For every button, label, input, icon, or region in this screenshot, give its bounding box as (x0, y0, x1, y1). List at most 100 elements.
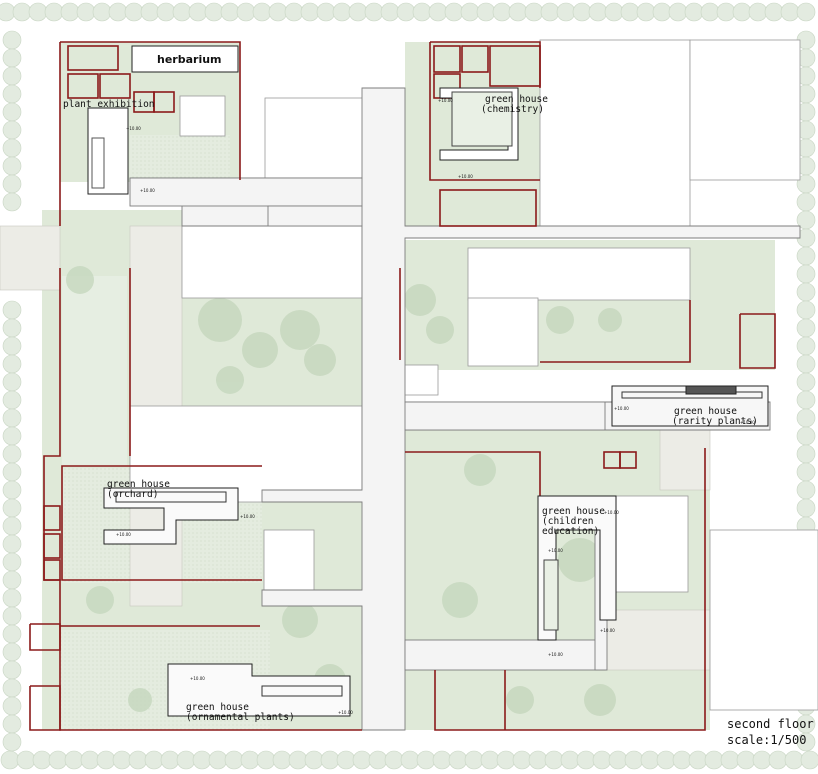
tree-canopy (108, 2, 128, 22)
tree-canopy (66, 266, 94, 294)
tree-canopy (76, 2, 96, 22)
building-plant-exhibit-court (179, 95, 226, 137)
building-east-block (467, 297, 539, 367)
tree-canopy (80, 750, 100, 770)
level-marker: +10.00 (458, 174, 473, 179)
tree-canopy (224, 750, 244, 770)
tree-canopy (240, 750, 260, 770)
tree-canopy (144, 750, 164, 770)
herbarium-building (131, 45, 239, 73)
tree-canopy (2, 552, 22, 572)
tree-canopy (572, 2, 592, 22)
tree-canopy (2, 696, 22, 716)
tree-canopy (288, 750, 308, 770)
tree-canopy (188, 2, 208, 22)
tree-canopy (684, 2, 704, 22)
walkway-west-entry (0, 225, 61, 291)
tree-canopy (2, 732, 22, 752)
greenhouse-structures (87, 45, 769, 717)
tree-canopy (584, 684, 616, 716)
tree-canopy (620, 2, 640, 22)
tree-canopy (544, 750, 564, 770)
tree-canopy (796, 318, 816, 338)
level-marker: +10.00 (614, 406, 629, 411)
tree-canopy (300, 2, 320, 22)
tree-canopy (2, 84, 22, 104)
tree-canopy (2, 192, 22, 212)
tree-canopy (172, 2, 192, 22)
tree-canopy (336, 750, 356, 770)
tree-canopy (12, 2, 32, 22)
tree-canopy (796, 246, 816, 266)
tree-canopy (480, 750, 500, 770)
tree-canopy (796, 480, 816, 500)
tree-canopy (780, 2, 800, 22)
building-far-north-east (689, 39, 801, 181)
tree-canopy (156, 2, 176, 22)
tree-canopy (128, 688, 152, 712)
caption-scale: scale:1/500 (727, 733, 806, 747)
label-gh-ornamental-2: (ornamental plants) (186, 712, 295, 723)
tree-canopy (220, 2, 240, 22)
level-marker: +10.00 (740, 420, 755, 425)
label-gh-rarity-1: green house (674, 406, 737, 417)
tree-canopy (112, 750, 132, 770)
tree-canopy (652, 2, 672, 22)
tree-canopy (540, 2, 560, 22)
tree-canopy (442, 582, 478, 618)
level-marker: +10.00 (190, 676, 205, 681)
label-gh-children-2: (children (542, 516, 593, 527)
tree-canopy (624, 750, 644, 770)
tree-canopy (282, 602, 318, 638)
tree-canopy (796, 426, 816, 446)
tree-canopy (2, 102, 22, 122)
greenhouse-ornamental-body (167, 663, 351, 717)
tree-canopy (396, 2, 416, 22)
tree-canopy (598, 308, 622, 332)
tree-canopy (140, 2, 160, 22)
tree-canopy (556, 2, 576, 22)
tree-canopy (412, 2, 432, 22)
tree-canopy (640, 750, 660, 770)
level-marker: +10.00 (548, 652, 563, 657)
label-gh-rarity-2: (rarity plants) (672, 416, 758, 427)
tree-canopy (704, 750, 724, 770)
building-north-east (539, 39, 691, 229)
tree-canopy (672, 750, 692, 770)
tree-canopy (2, 48, 22, 68)
tree-canopy (800, 750, 818, 770)
drawing-caption: second floor scale:1/500 (727, 717, 814, 747)
tree-canopy (546, 306, 574, 334)
tree-canopy (2, 372, 22, 392)
tree-canopy (796, 282, 816, 302)
tree-canopy (796, 444, 816, 464)
label-gh-ornamental-1: green house (186, 702, 249, 713)
tree-canopy (732, 2, 752, 22)
level-marker: +10.00 (600, 628, 615, 633)
room-labels: herbarium plant exhibition green house (… (63, 53, 758, 723)
tree-canopy (558, 538, 602, 582)
label-gh-chemistry-2: (chemistry) (481, 104, 544, 115)
building-west-center (181, 225, 363, 299)
tree-canopy (688, 750, 708, 770)
tree-canopy (796, 264, 816, 284)
label-plant-exhibition: plant exhibition (63, 99, 155, 110)
tree-canopy (400, 750, 420, 770)
tree-canopy (716, 2, 736, 22)
tree-canopy (242, 332, 278, 368)
tree-canopy (2, 498, 22, 518)
tree-canopy (252, 2, 272, 22)
tree-canopy (404, 284, 436, 316)
tree-canopy (720, 750, 740, 770)
tree-canopy (768, 750, 788, 770)
level-marker: +10.00 (548, 548, 563, 553)
tree-canopy (0, 750, 20, 770)
tree-canopy (796, 336, 816, 356)
level-marker: +10.00 (338, 710, 353, 715)
tree-canopy (268, 2, 288, 22)
tree-canopy (560, 750, 580, 770)
tree-canopy (796, 192, 816, 212)
tree-canopy (2, 480, 22, 500)
tree-canopy (304, 344, 336, 376)
tree-canopy (2, 390, 22, 410)
